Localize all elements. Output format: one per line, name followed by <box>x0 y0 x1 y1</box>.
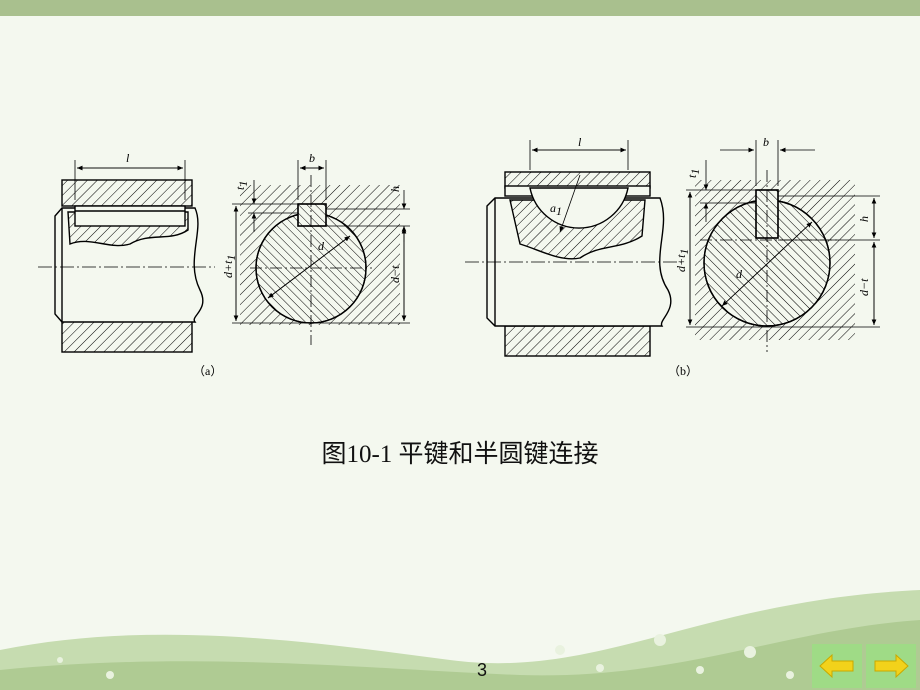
panel-a-label: （a） <box>193 364 222 378</box>
figure-caption: 图10-1 平键和半圆键连接 <box>321 441 599 468</box>
panel-a-section-view <box>232 160 410 345</box>
panel-a-dim-b: b <box>309 151 315 165</box>
panel-b-dim-d-minus-t: d−t <box>857 278 871 296</box>
panel-b-dim-d-plus-t1: d+t1 <box>674 249 691 272</box>
right-arrow-icon <box>874 653 909 679</box>
decorative-hill <box>0 590 920 690</box>
slide-background <box>0 16 920 690</box>
panel-b-label: （b） <box>668 364 698 378</box>
previous-slide-button[interactable] <box>812 644 862 688</box>
panel-a-dim-d-plus-t1: d+t1 <box>221 255 238 278</box>
panel-b-dim-d: d <box>736 267 743 281</box>
left-arrow-icon <box>819 653 854 679</box>
page-number: 3 <box>476 660 487 680</box>
panel-a-dim-d: d <box>318 239 325 253</box>
panel-a-dim-t1: t1 <box>233 181 250 190</box>
panel-a-dim-h: h <box>388 186 402 192</box>
panel-a-dim-d-minus-t: d−t <box>388 265 402 283</box>
panel-b-dim-a1: a1 <box>550 201 562 218</box>
panel-b-dim-b: b <box>763 135 769 149</box>
panel-b-section-view <box>686 140 880 352</box>
key-connection-figure: l b t1 d+t1 h d−t <box>38 135 880 378</box>
next-slide-button[interactable] <box>866 644 916 688</box>
panel-b-side-view <box>465 140 685 357</box>
panel-b-dim-t1: t1 <box>685 169 702 178</box>
panel-b-dim-l: l <box>578 135 582 149</box>
panel-a-side-view <box>38 160 215 353</box>
top-band <box>0 0 920 16</box>
panel-b-dim-h: h <box>857 216 871 222</box>
panel-a-dim-l: l <box>126 151 130 165</box>
